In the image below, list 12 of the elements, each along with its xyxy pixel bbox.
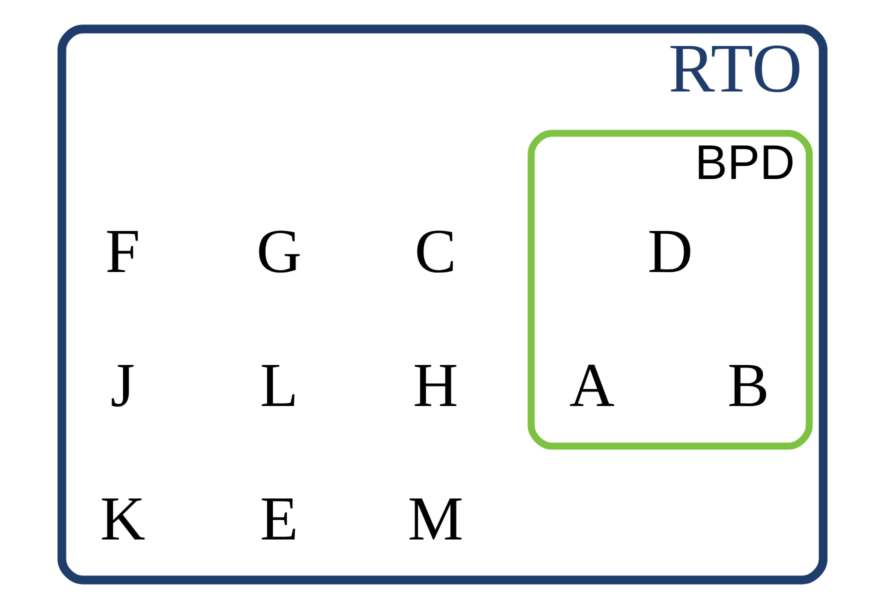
label: C (414, 216, 456, 286)
label: D (647, 216, 692, 286)
label: M (407, 484, 463, 554)
label: K (100, 484, 145, 554)
label: B (727, 350, 769, 420)
label: J (110, 350, 134, 420)
label: L (260, 350, 298, 420)
label: E (260, 484, 298, 554)
label: H (412, 350, 458, 420)
label: G (256, 216, 302, 286)
label: A (568, 350, 614, 420)
label: F (104, 216, 140, 286)
